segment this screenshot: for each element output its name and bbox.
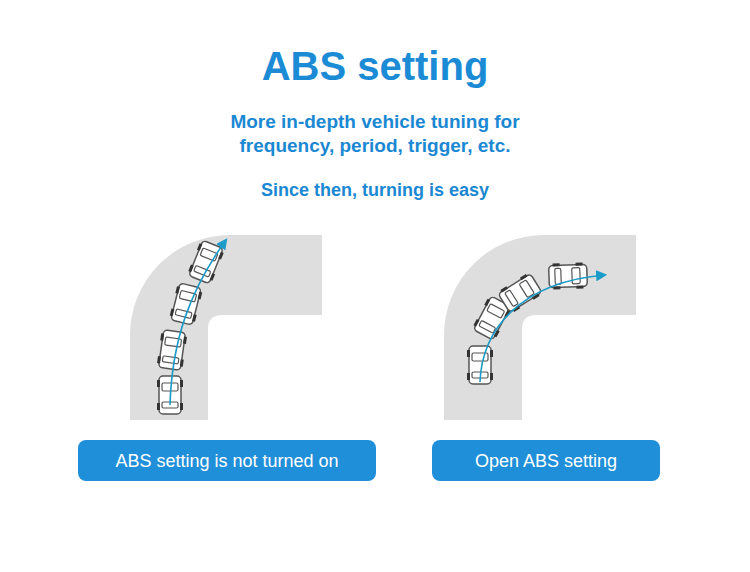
button-label: ABS setting is not turned on xyxy=(115,450,338,472)
right-road xyxy=(444,235,636,420)
trajectory-arrow xyxy=(480,275,605,382)
car xyxy=(187,240,225,285)
option-button: Open ABS setting xyxy=(432,440,660,481)
tagline-text: Since then, turning is easy xyxy=(175,178,575,202)
option-button: ABS setting is not turned on xyxy=(78,440,376,481)
subtitle-text: More in-depth vehicle tuning for frequen… xyxy=(220,110,530,158)
road-shape xyxy=(444,235,636,420)
car xyxy=(156,329,187,370)
trajectory-arrow xyxy=(170,240,226,405)
button-label: Open ABS setting xyxy=(475,450,617,472)
car xyxy=(169,282,203,325)
page-title: ABS setting xyxy=(0,42,750,90)
road-shape xyxy=(130,235,322,420)
left-road xyxy=(130,235,322,420)
